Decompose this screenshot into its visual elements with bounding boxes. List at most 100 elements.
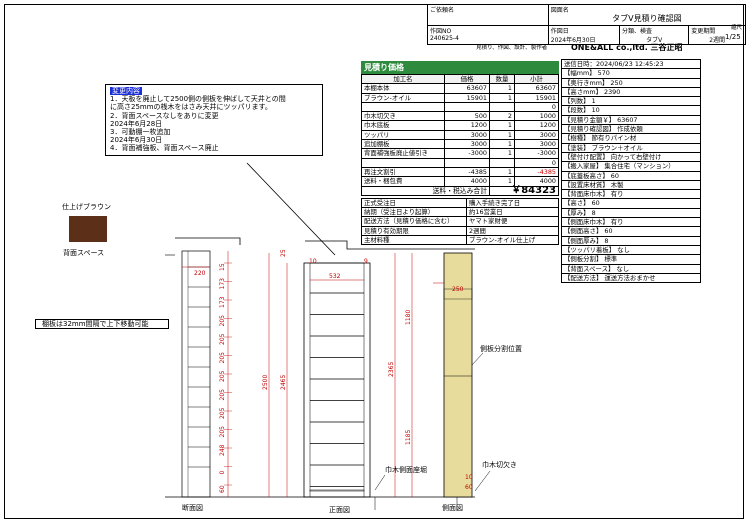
price-heading: 見積り価格	[361, 61, 559, 74]
price-subtotal: -4385	[514, 166, 559, 178]
drawing-name-label: 図面名	[550, 7, 569, 14]
spec-row: 【塗装】 ブラウン＋オイル	[561, 142, 701, 153]
category-label: 分類、検査	[622, 28, 653, 35]
date-label: 作図日	[550, 28, 569, 35]
doc-no: 240625-4	[430, 35, 459, 42]
spec-row: 【配送方法】 運送方法おまかせ	[561, 272, 701, 284]
spec-text: 送信日時：2024/06/23 12:45:23	[561, 58, 701, 70]
spec-text: 【壁付け配置】 向かって右壁付け	[561, 151, 701, 163]
side-view-label: 側面図	[442, 504, 463, 512]
baseboard-side-leader	[374, 474, 386, 491]
baseboard-cut-leader	[474, 470, 491, 492]
order-table: 正式受注日購入手続き完了日納期（受注日より起算）約16営業日配送方法（見積り価格…	[361, 197, 559, 246]
change-line: 3．可動棚一枚追加	[110, 128, 171, 137]
side-view: 250 2365 1180 1185	[388, 252, 473, 510]
dim-10-cut: 10	[465, 474, 473, 481]
section-view: 220 15 173 173 205 205 205 205 205 205 205 248 0 60	[165, 250, 232, 498]
section-dim: 205	[219, 407, 226, 419]
scale: 1/25	[725, 33, 741, 41]
section-dim: 173	[219, 278, 226, 290]
spec-text: 【見積り確認図】 作成依頼	[561, 124, 701, 135]
price-subtotal: 63607	[514, 83, 559, 94]
order-value: ブラウン-オイル仕上げ	[466, 235, 559, 246]
section-dim: 205	[219, 352, 226, 364]
change-lines: 1．天板を廃止して2500側の側板を伸ばして天井との間に高さ25mmの桟木をはさ…	[110, 95, 318, 152]
side-split-label: 側板分割位置	[480, 345, 522, 353]
change-line: 2024年6月30日	[110, 136, 163, 145]
section-dim: 205	[219, 370, 226, 382]
dim-2500: 2500	[262, 375, 269, 390]
spec-row: 【見積り金額￥】 63607	[561, 114, 701, 126]
order-value: 購入手続き完了日	[466, 197, 559, 209]
doc-no-label: 作図NO	[430, 28, 452, 35]
section-dim: 15	[219, 263, 226, 271]
section-dim: 248	[219, 444, 226, 456]
spec-row: 【見積り確認図】 作成依頼	[561, 124, 701, 135]
dim-9: 9	[364, 258, 368, 265]
dim-10-front: 10	[309, 258, 317, 265]
price-subtotal: 15901	[514, 92, 559, 103]
front-plinth	[309, 489, 365, 498]
company-caption: 見積り、作図、設計、製作者	[476, 45, 548, 51]
period-label: 変更期間	[691, 28, 716, 35]
date: 2024年6月30日	[550, 37, 596, 44]
change-line: 4．背面補強板、背面スペース廃止	[110, 144, 219, 153]
dim-220: 220	[194, 270, 206, 277]
section-dim: 205	[219, 389, 226, 401]
spec-text: 【塗装】 ブラウン＋オイル	[561, 142, 701, 153]
period: 2週間	[709, 37, 726, 44]
baseboard-cut-label: 巾木切欠き	[482, 461, 517, 469]
change-heading: 変更内容	[110, 87, 142, 96]
finish-swatch	[69, 216, 107, 242]
ceiling-section	[175, 237, 241, 245]
section-body	[181, 250, 211, 498]
change-line: 2．背面スペースなしをありに変更	[110, 111, 219, 120]
dim-250: 250	[452, 286, 464, 293]
section-dim: 205	[219, 315, 226, 327]
company-name: ONE&ALL co.,ltd. 三谷正昭	[571, 43, 683, 52]
spec-row: 送信日時：2024/06/23 12:45:23	[561, 58, 701, 70]
front-view-label: 正面図	[329, 506, 350, 514]
front-view: 532 10 9 2500 2465 25	[262, 249, 376, 510]
front-body	[303, 262, 371, 498]
spec-text: 【見積り金額￥】 63607	[561, 114, 701, 126]
front-inner	[309, 262, 365, 492]
dim-2365: 2365	[388, 362, 395, 377]
section-dim: 0	[219, 471, 226, 475]
split-leader	[471, 352, 484, 366]
col-sub: 小計	[514, 73, 559, 85]
shelf-note: 棚板は32mm間隔で上下移動可能	[35, 319, 169, 330]
order-row: 主材料種ブラウン-オイル仕上げ	[361, 235, 559, 246]
change-line: に高さ25mmの桟木をはさみ天井にツッパリます。	[110, 103, 272, 112]
dim-1180: 1180	[405, 310, 412, 325]
dim-2465: 2465	[280, 375, 287, 390]
change-line: 1．天板を廃止して2500側の側板を伸ばして天井との間	[110, 95, 286, 104]
side-detail-top	[443, 288, 473, 300]
section-dim: 205	[219, 333, 226, 345]
customer-label: ご依頼名	[430, 7, 455, 14]
section-dim: 173	[219, 296, 226, 308]
change-line: 2024年6月28日	[110, 119, 163, 128]
dim-60: 60	[465, 484, 473, 491]
spec-text: 【搬入家屋】 集合住宅（マンション）	[561, 161, 701, 172]
section-dim: 205	[219, 426, 226, 438]
drawing-name: タブV見積り確認図	[612, 14, 682, 23]
spec-row: 【樹種】 節有りパイン材	[561, 133, 701, 144]
drawing-canvas: 220 15173173205205205205205205205248060 …	[165, 162, 491, 510]
side-panel-wood	[443, 252, 473, 498]
section-view-label: 断面図	[182, 504, 203, 512]
spec-text: 【配送方法】 運送方法おまかせ	[561, 272, 701, 284]
price-subtotal: -3000	[514, 148, 559, 159]
category: タブV	[646, 37, 663, 44]
section-dim: 60	[219, 485, 226, 493]
leader-line	[246, 162, 336, 256]
dim-25: 25	[280, 249, 287, 257]
